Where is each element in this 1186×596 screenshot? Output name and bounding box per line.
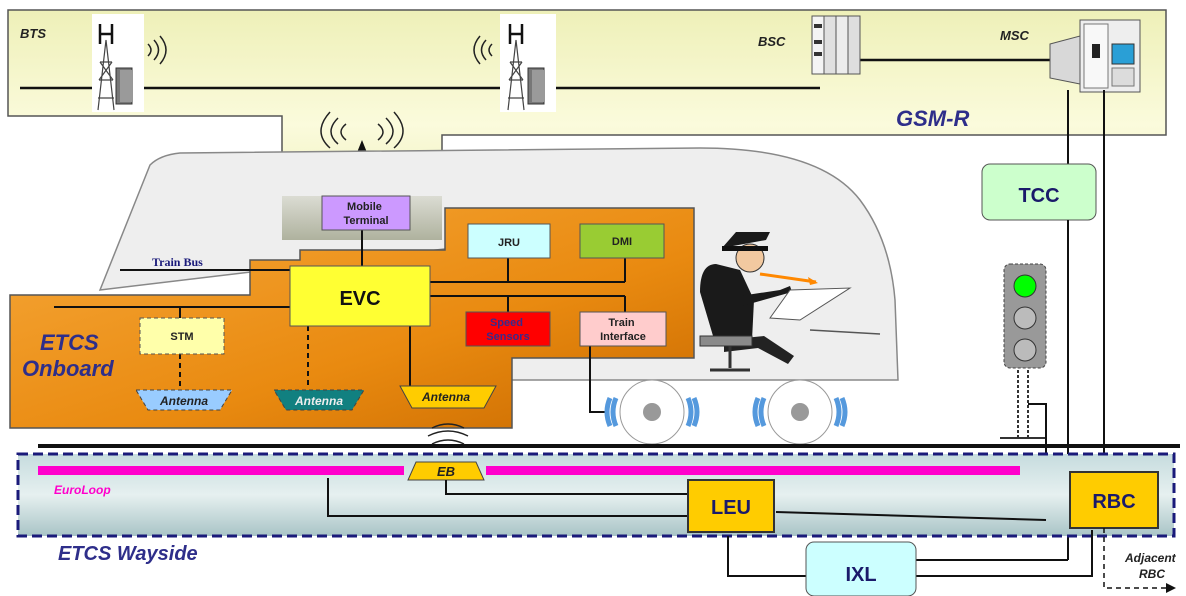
jru-box (467, 223, 551, 259)
etcs-wayside-title: ETCS Wayside (58, 543, 198, 565)
speed-sensors-box (465, 311, 551, 347)
antenna-3-shape (399, 385, 497, 409)
rbc-box (1069, 471, 1159, 529)
bsc-rack-icon (811, 15, 861, 75)
bts-label: BTS (20, 26, 46, 41)
train-interface-label-line2: Interface (600, 331, 646, 343)
tcc-label: TCC (1018, 185, 1059, 207)
antenna-1-shape (135, 389, 233, 411)
wayside-connectors (327, 478, 1093, 577)
tcc-box (981, 163, 1097, 221)
antenna-2-shape (273, 389, 365, 411)
euroloop-left (38, 466, 404, 475)
train-interface-label-line1: Train (608, 317, 635, 329)
dmi-label: DMI (612, 236, 632, 248)
bts-tower-icon (500, 14, 556, 112)
bts-tower-icon (92, 14, 144, 112)
onboard-connectors (179, 258, 626, 413)
mobile-terminal-label-line2: Terminal (343, 215, 388, 227)
rbc-label: RBC (1092, 491, 1135, 513)
etcs-onboard-title-line2: Onboard (22, 356, 114, 381)
evc-label: EVC (339, 288, 380, 310)
msc-server-icon (1049, 19, 1141, 93)
euroloop-right (486, 466, 1020, 475)
speed-sensors-label-line1: Speed (490, 317, 523, 329)
speed-sensors-label-line2: Sensors (486, 331, 529, 343)
mobile-terminal-label: Mobile Terminal (343, 201, 388, 227)
mobile-terminal-label-line1: Mobile (347, 201, 382, 213)
wheel-icon (604, 379, 700, 445)
train-bus-label: Train Bus (152, 255, 203, 269)
adjacent-rbc-arrow-line (1103, 528, 1166, 589)
antenna-3-label: Antenna (421, 390, 470, 404)
arrow-right-icon (1166, 583, 1176, 593)
adjacent-rbc-label: Adjacent RBC (1124, 551, 1179, 581)
eb-shape (407, 461, 485, 481)
dmi-box (579, 223, 665, 259)
train-interface-label: Train Interface (600, 317, 646, 343)
radio-wave-icon (147, 35, 167, 65)
radio-wave-icon (473, 35, 493, 65)
driver-icon (699, 232, 881, 372)
wheel-icon (752, 379, 848, 445)
evc-box (289, 265, 431, 327)
stm-label: STM (170, 331, 193, 343)
ixl-box (805, 541, 917, 596)
ixl-label: IXL (845, 564, 876, 586)
leu-box (687, 479, 775, 533)
mobile-terminal-box (321, 195, 411, 231)
adjacent-rbc-label-line2: RBC (1139, 567, 1165, 581)
adjacent-rbc-label-line1: Adjacent (1124, 551, 1177, 565)
gsm-r-title: GSM-R (896, 106, 969, 131)
euroloop-label: EuroLoop (54, 483, 111, 497)
leu-label: LEU (711, 497, 751, 519)
train-interface-box (579, 311, 667, 347)
speed-sensors-label: Speed Sensors (486, 317, 529, 343)
stm-box (139, 317, 225, 355)
antenna-1-label: Antenna (159, 394, 208, 408)
jru-label: JRU (498, 237, 520, 249)
msc-label: MSC (1000, 28, 1030, 43)
antenna-2-label: Antenna (294, 394, 343, 408)
etcs-onboard-title-line1: ETCS (40, 330, 99, 355)
radio-wave-icon (320, 111, 404, 149)
bsc-label: BSC (758, 34, 786, 49)
signal-icon (1000, 263, 1047, 520)
eb-signal-waves (427, 423, 469, 445)
eb-label: EB (437, 464, 455, 479)
